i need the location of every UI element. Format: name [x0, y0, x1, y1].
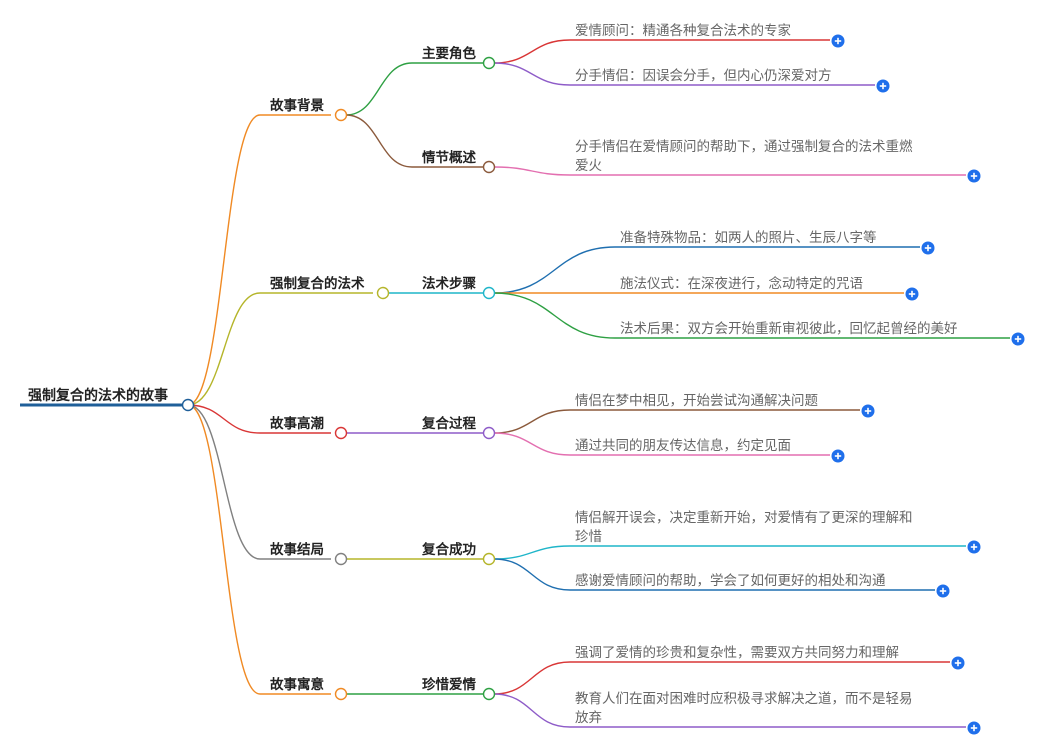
topic-label-1-0: 法术步骤 — [422, 275, 476, 292]
branch-label-0: 故事背景 — [270, 97, 324, 114]
edge-topic-2-0-to-leaf-1 — [493, 432, 571, 456]
leaf-text-0-0-1: 分手情侣：因误会分手，但内心仍深爱对方 — [575, 68, 832, 84]
leaf-text-3-0-1: 感谢爱情顾问的帮助，学会了如何更好的相处和沟通 — [575, 572, 886, 589]
branch-node-dot-1[interactable] — [376, 286, 390, 300]
topic-node-dot-1-0[interactable] — [482, 286, 496, 300]
edge-topic-0-0-to-leaf-1 — [493, 62, 571, 86]
edge-topic-0-0-to-leaf-0 — [493, 39, 571, 64]
expand-plus-icon-1-0-2[interactable] — [1011, 332, 1025, 346]
topic-node-dot-2-0[interactable] — [482, 426, 496, 440]
leaf-text-4-0-1-line1: 教育人们在面对困难时应积极寻求解决之道，而不是轻易 — [575, 690, 913, 707]
branch-node-dot-3[interactable] — [334, 552, 348, 566]
expand-plus-icon-4-0-0[interactable] — [951, 656, 965, 670]
branch-node-dot-0[interactable] — [334, 108, 348, 122]
expand-plus-icon-1-0-0[interactable] — [921, 241, 935, 255]
topic-node-dot-0-1[interactable] — [482, 160, 496, 174]
leaf-text-1-0-1: 施法仪式：在深夜进行，念动特定的咒语 — [620, 275, 863, 292]
leaf-text-2-0-1: 通过共同的朋友传达信息，约定见面 — [575, 437, 791, 454]
leaf-text-4-0-0: 强调了爱情的珍贵和复杂性，需要双方共同努力和理解 — [575, 644, 899, 661]
leaf-text-1-0-2: 法术后果：双方会开始重新审视彼此，回忆起曾经的美好 — [620, 321, 958, 337]
edge-topic-3-0-to-leaf-0 — [493, 545, 571, 560]
edge-topic-4-0-to-leaf-0 — [493, 661, 571, 695]
branch-label-4: 故事寓意 — [270, 676, 324, 693]
expand-plus-icon-2-0-1[interactable] — [831, 449, 845, 463]
leaf-text-2-0-0: 情侣在梦中相见，开始尝试沟通解决问题 — [575, 393, 818, 409]
mind-map-edges — [20, 39, 1010, 728]
edge-topic-1-0-to-leaf-2 — [493, 292, 616, 339]
edge-root-to-branch-2 — [187, 404, 261, 434]
expand-plus-icon-0-0-0[interactable] — [831, 34, 845, 48]
edge-topic-2-0-to-leaf-0 — [493, 409, 571, 434]
edge-topic-1-0-to-leaf-0 — [493, 246, 616, 294]
topic-label-0-0: 主要角色 — [422, 45, 476, 62]
leaf-text-0-0-0: 爱情顾问：精通各种复合法术的专家 — [575, 22, 791, 39]
expand-plus-icon-0-0-1[interactable] — [876, 79, 890, 93]
expand-plus-icon-4-0-1[interactable] — [967, 721, 981, 735]
edge-root-to-branch-1 — [187, 292, 261, 406]
edge-root-to-branch-0 — [187, 114, 261, 406]
leaf-text-0-1-0-line2: 爱火 — [575, 158, 602, 174]
branch-node-dot-4[interactable] — [334, 687, 348, 701]
expand-plus-icon-3-0-1[interactable] — [936, 584, 950, 598]
edge-branch-0-to-topic-1 — [345, 114, 413, 168]
edge-root-to-branch-3 — [187, 404, 261, 560]
expand-plus-icon-0-1-0[interactable] — [967, 169, 981, 183]
branch-node-dot-2[interactable] — [334, 426, 348, 440]
edge-topic-3-0-to-leaf-1 — [493, 558, 571, 591]
edge-branch-0-to-topic-0 — [345, 62, 413, 116]
branch-label-1: 强制复合的法术 — [270, 275, 365, 292]
branch-label-2: 故事高潮 — [270, 415, 324, 432]
topic-label-2-0: 复合过程 — [421, 415, 476, 432]
expand-plus-icon-1-0-1[interactable] — [905, 287, 919, 301]
topic-node-dot-4-0[interactable] — [482, 687, 496, 701]
leaf-text-3-0-0-line2: 珍惜 — [575, 529, 602, 545]
leaf-text-0-1-0-line1: 分手情侣在爱情顾问的帮助下，通过强制复合的法术重燃 — [575, 138, 913, 155]
mind-map-nodes: 强制复合的法术的故事 故事背景 主要角色 爱情顾问：精通各种复合法术的专家分手情侣：因… — [28, 22, 1025, 735]
topic-label-0-1: 情节概述 — [422, 149, 476, 166]
expand-plus-icon-2-0-0[interactable] — [861, 404, 875, 418]
root-label: 强制复合的法术的故事 — [28, 387, 168, 404]
leaf-text-3-0-0-line1: 情侣解开误会，决定重新开始，对爱情有了更深的理解和 — [575, 510, 913, 526]
leaf-text-4-0-1-line2: 放弃 — [575, 710, 602, 726]
branch-label-3: 故事结局 — [270, 541, 324, 558]
leaf-text-1-0-0: 准备特殊物品：如两人的照片、生辰八字等 — [620, 229, 877, 246]
expand-plus-icon-3-0-0[interactable] — [967, 540, 981, 554]
edge-root-to-branch-4 — [187, 404, 261, 695]
edge-topic-4-0-to-leaf-1 — [493, 693, 571, 728]
topic-node-dot-3-0[interactable] — [482, 552, 496, 566]
topic-node-dot-0-0[interactable] — [482, 56, 496, 70]
topic-label-4-0: 珍惜爱情 — [422, 676, 476, 693]
root-node-dot[interactable] — [181, 398, 195, 412]
edge-topic-0-1-to-leaf-0 — [493, 166, 571, 176]
topic-label-3-0: 复合成功 — [421, 541, 476, 558]
